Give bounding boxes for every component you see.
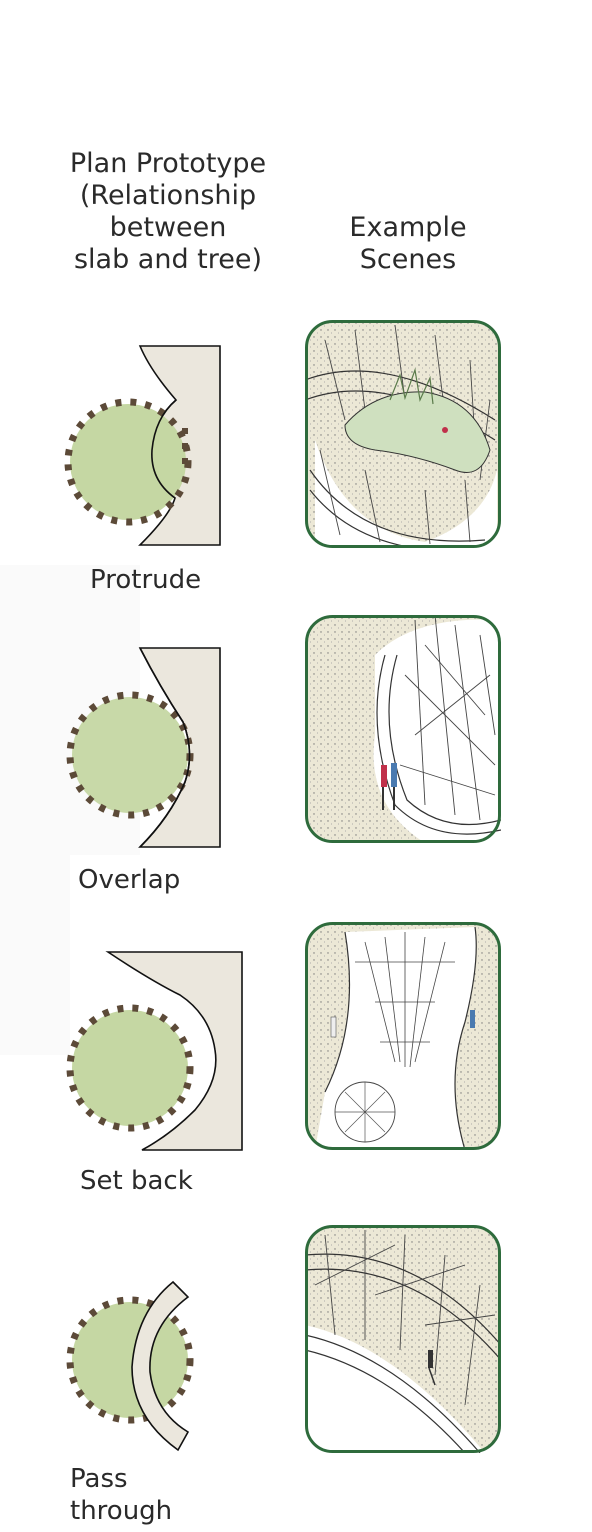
passthrough-prototype xyxy=(60,1272,260,1492)
setback-scene xyxy=(305,922,501,1150)
setback-prototype xyxy=(60,950,260,1170)
setback-label: Set back xyxy=(80,1165,193,1197)
tree-canopy-icon xyxy=(70,1008,190,1128)
protrude-scene xyxy=(305,320,501,548)
protrude-label: Protrude xyxy=(90,564,201,596)
tree-canopy-icon xyxy=(70,1300,190,1420)
overlap-label: Overlap xyxy=(78,864,180,896)
example-scenes-header: Example Scenes xyxy=(310,212,506,276)
tree-canopy-icon xyxy=(70,695,190,815)
overlap-prototype xyxy=(60,642,260,862)
overlap-scene xyxy=(305,615,501,843)
plan-prototype-header: Plan Prototype (Relationship between sla… xyxy=(40,148,296,276)
passthrough-scene xyxy=(305,1225,501,1453)
passthrough-label: Pass through xyxy=(70,1463,172,1527)
protrude-prototype xyxy=(60,340,260,560)
